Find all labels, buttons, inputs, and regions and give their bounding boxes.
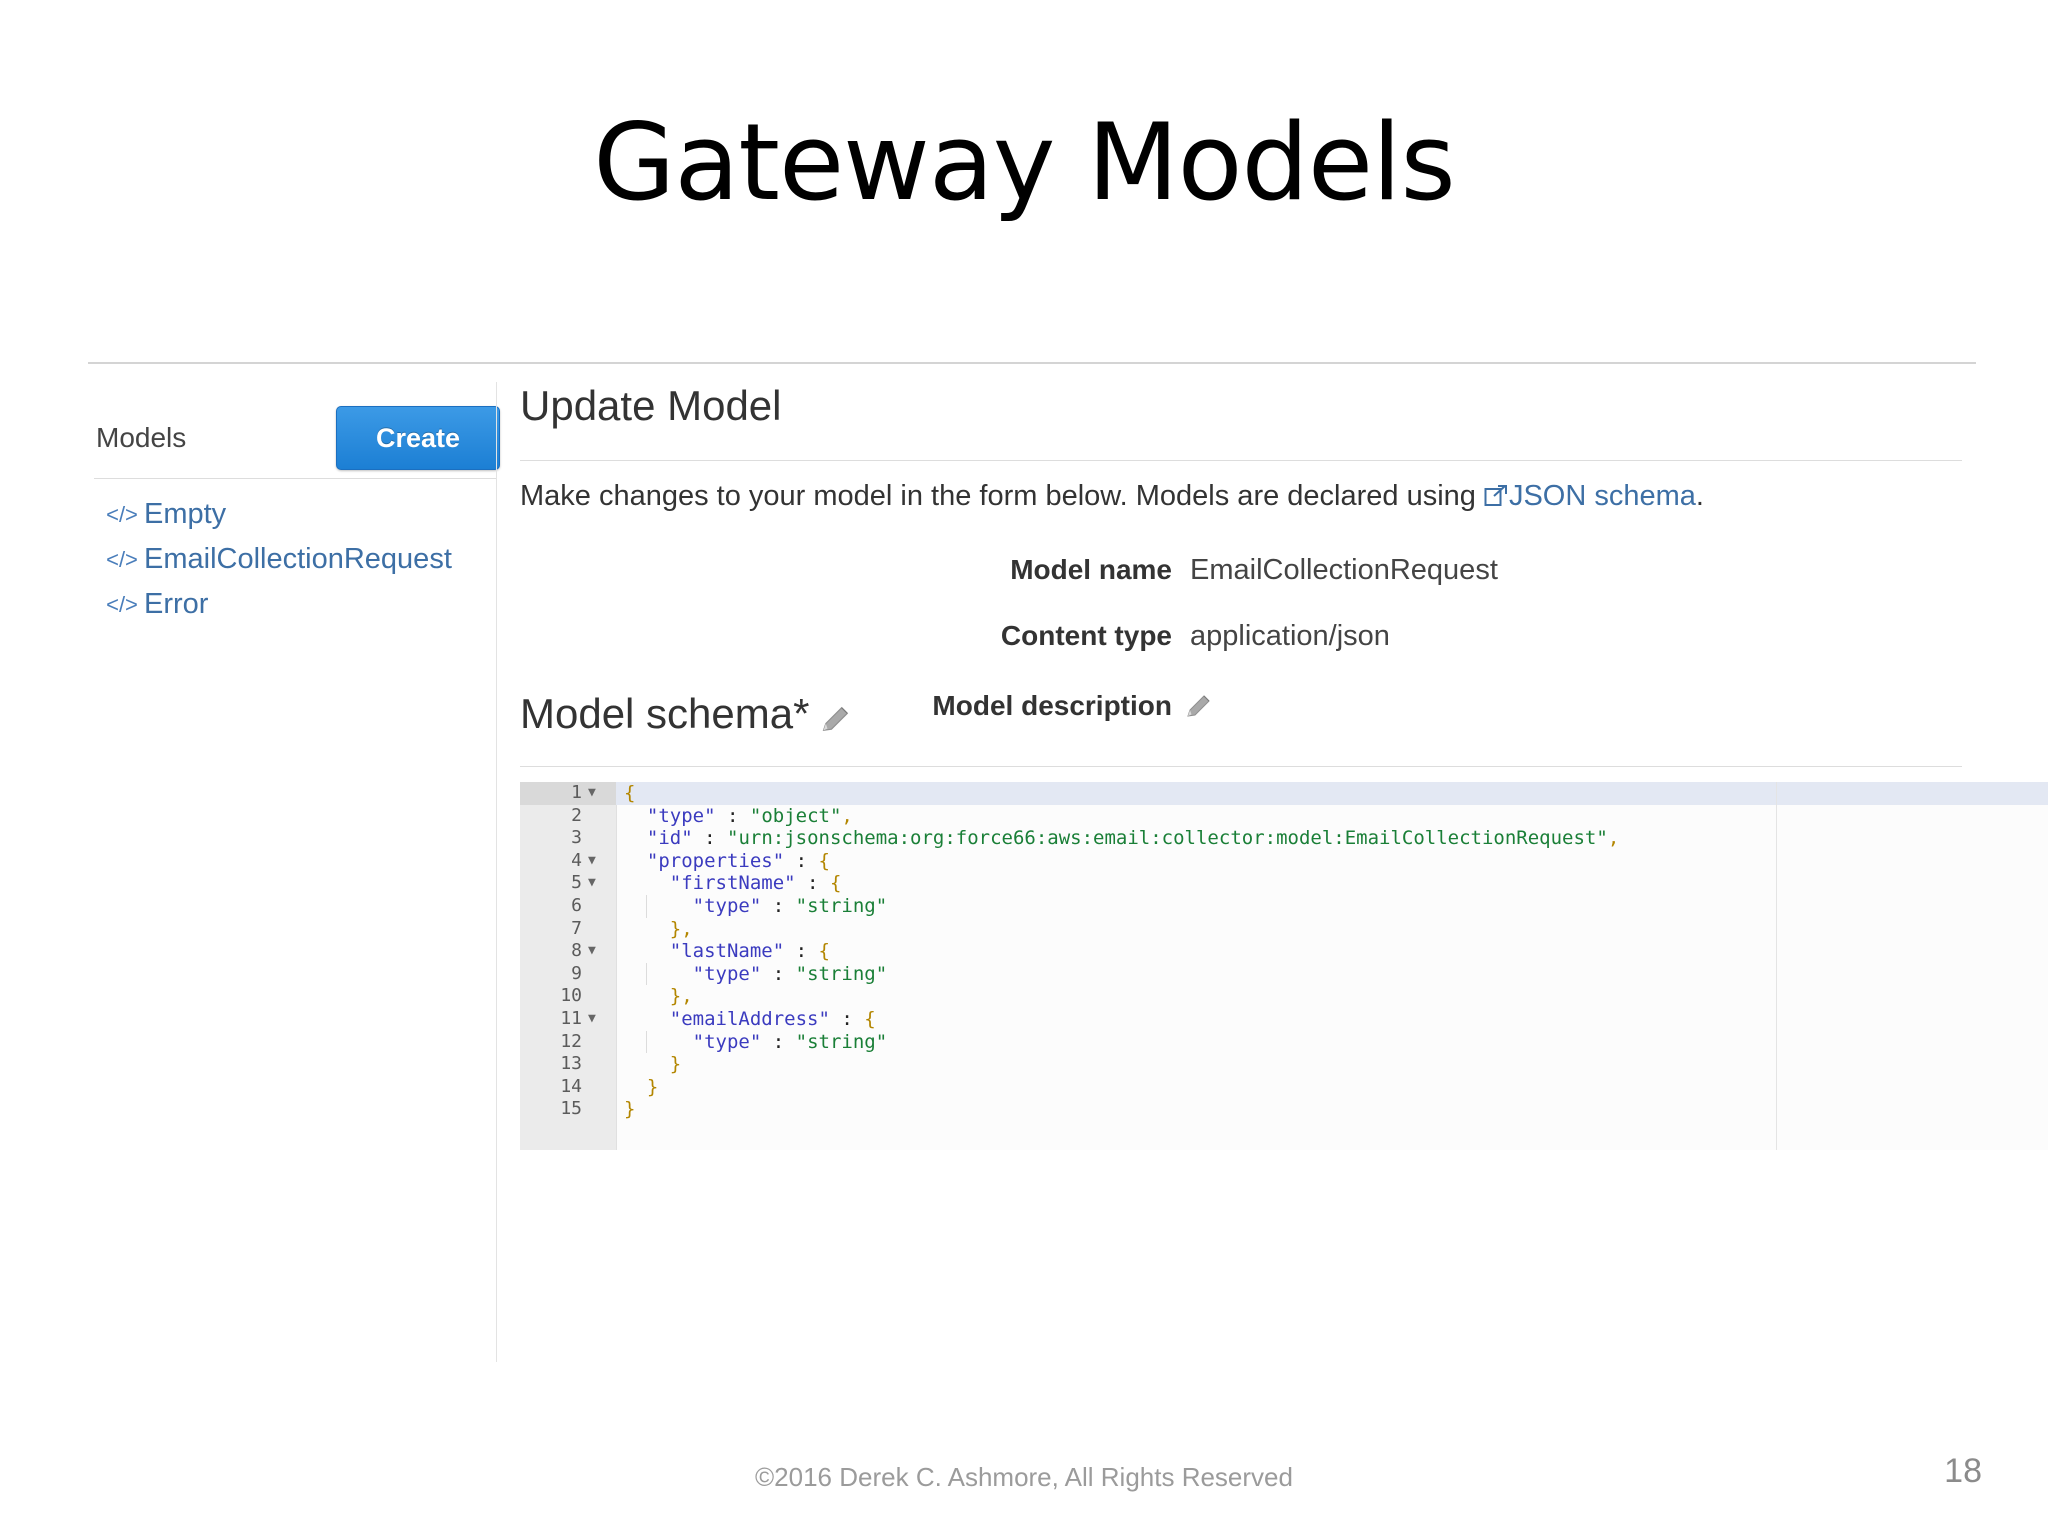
update-model-panel: Update Model Make changes to your model …: [512, 364, 2048, 1374]
description-text: Make changes to your model in the form b…: [520, 480, 1484, 512]
editor-line-code: }: [669, 1053, 682, 1076]
model-list-item-label: Error: [144, 588, 209, 620]
code-brackets-icon: </>: [106, 501, 138, 527]
editor-line-code: "type" : "string": [692, 1030, 888, 1053]
edit-model-schema-icon[interactable]: [819, 702, 849, 732]
editor-line-number: 9: [571, 962, 582, 984]
schema-code-editor[interactable]: 1▼{2 "type" : "object",3 "id" : "urn:jso…: [520, 782, 2048, 1150]
editor-line: 2 "type" : "object",: [520, 805, 2048, 828]
models-header: Models Create: [88, 394, 500, 480]
api-gateway-screenshot: Models Create </>Empty</>EmailCollection…: [88, 362, 2048, 1392]
editor-line: 11 ▼ "emailAddress" : {: [520, 1008, 2048, 1031]
model-list-item[interactable]: </>EmailCollectionRequest: [88, 537, 496, 582]
editor-gutter: [520, 782, 616, 1150]
editor-lines: 1▼{2 "type" : "object",3 "id" : "urn:jso…: [520, 782, 2048, 1121]
editor-line-number: 11: [560, 1007, 582, 1029]
edit-model-description-button[interactable]: [1184, 690, 1214, 723]
create-button[interactable]: Create: [336, 406, 500, 470]
field-label-content-type: Content type: [1000, 620, 1172, 651]
editor-line-number: 12: [560, 1030, 582, 1052]
models-panel: Models Create </>Empty</>EmailCollection…: [88, 364, 500, 1364]
editor-line-code: }: [624, 1098, 636, 1121]
model-schema-heading: Model schema*: [520, 690, 849, 738]
editor-line: 1 ▼ {: [520, 782, 2048, 805]
editor-line: 3 "id" : "urn:jsonschema:org:force66:aws…: [520, 827, 2048, 850]
code-fold-arrow-icon[interactable]: ▼: [588, 1010, 596, 1026]
model-list-item[interactable]: </>Empty: [88, 492, 496, 537]
panel-description: Make changes to your model in the form b…: [520, 480, 1960, 513]
editor-line-number: 6: [571, 894, 582, 916]
editor-line-code: {: [624, 782, 636, 804]
model-list-item[interactable]: </>Error: [88, 582, 496, 627]
field-content-type: Content type application/json: [512, 620, 1952, 672]
editor-line-code: "properties" : {: [646, 849, 830, 872]
code-fold-arrow-icon[interactable]: ▼: [588, 785, 596, 800]
panel-divider-1: [520, 460, 1962, 461]
editor-line-number: 1: [571, 782, 582, 803]
editor-line-number: 10: [560, 985, 582, 1007]
top-divider: [88, 362, 1976, 364]
code-fold-arrow-icon[interactable]: ▼: [588, 875, 596, 891]
editor-line: 6 "type" : "string": [520, 894, 2048, 918]
editor-print-margin: [1776, 782, 1777, 1150]
editor-line-code: "type" : "object",: [646, 804, 853, 827]
editor-line: 10 },: [520, 985, 2048, 1008]
editor-line: 4 ▼ "properties" : {: [520, 850, 2048, 873]
editor-line-number: 14: [560, 1075, 582, 1097]
editor-line-code: },: [669, 985, 693, 1008]
models-heading: Models: [96, 422, 187, 453]
copyright-notice: ©2016 Derek C. Ashmore, All Rights Reser…: [755, 1462, 1293, 1492]
model-list-item-label: Empty: [144, 498, 227, 530]
field-label-model-description: Model description: [932, 690, 1172, 721]
editor-line: 7 },: [520, 918, 2048, 941]
editor-line: 5 ▼ "firstName" : {: [520, 872, 2048, 895]
pencil-icon: [1184, 691, 1214, 721]
editor-line-number: 3: [571, 827, 582, 849]
json-schema-link-label: JSON schema: [1508, 480, 1696, 512]
editor-line-number: 5: [571, 872, 582, 894]
panel-title: Update Model: [520, 382, 782, 429]
editor-gutter-edge: [616, 782, 617, 1150]
field-model-description: Model description: [512, 690, 1952, 742]
editor-line-code: },: [669, 917, 693, 940]
editor-line-code: }: [646, 1075, 659, 1098]
field-label-model-name: Model name: [1010, 554, 1172, 585]
description-suffix: .: [1695, 480, 1704, 512]
model-schema-label: Model schema*: [520, 690, 810, 737]
column-divider: [496, 382, 497, 1362]
json-schema-link[interactable]: JSON schema: [1484, 480, 1696, 512]
editor-line-code: "type" : "string": [692, 962, 888, 985]
editor-line-number: 13: [560, 1053, 582, 1075]
editor-line: 14 }: [520, 1076, 2048, 1099]
editor-line: 13 }: [520, 1053, 2048, 1076]
editor-line: 8 ▼ "lastName" : {: [520, 940, 2048, 963]
page-title: Gateway Models: [593, 101, 1455, 224]
slide-page-number: 18: [1944, 1452, 1982, 1490]
field-value-content-type: application/json: [1190, 620, 1390, 652]
editor-line-code: "type" : "string": [692, 894, 888, 917]
editor-line-code: "lastName" : {: [669, 940, 830, 963]
editor-line-number: 8: [571, 940, 582, 962]
editor-line-code: "id" : "urn:jsonschema:org:force66:aws:e…: [646, 827, 1620, 850]
models-list: </>Empty</>EmailCollectionRequest</>Erro…: [88, 492, 496, 627]
editor-line-number: 4: [571, 849, 582, 871]
editor-line-number: 7: [571, 917, 582, 939]
code-fold-arrow-icon[interactable]: ▼: [588, 852, 596, 868]
model-list-item-label: EmailCollectionRequest: [144, 543, 452, 575]
editor-line-number: 15: [560, 1098, 582, 1120]
models-divider: [94, 478, 496, 479]
field-model-name: Model name EmailCollectionRequest: [512, 554, 1952, 606]
editor-line: 9 "type" : "string": [520, 962, 2048, 986]
code-fold-arrow-icon[interactable]: ▼: [588, 943, 596, 959]
code-brackets-icon: </>: [106, 546, 138, 572]
editor-line-code: "emailAddress" : {: [669, 1007, 876, 1030]
code-brackets-icon: </>: [106, 591, 138, 617]
editor-line: 12 "type" : "string": [520, 1030, 2048, 1054]
editor-line-number: 2: [571, 804, 582, 826]
external-link-icon: [1484, 482, 1508, 506]
panel-divider-2: [520, 766, 1962, 767]
editor-line-code: "firstName" : {: [669, 872, 842, 895]
editor-line: 15}: [520, 1098, 2048, 1121]
field-value-model-name: EmailCollectionRequest: [1190, 554, 1498, 586]
